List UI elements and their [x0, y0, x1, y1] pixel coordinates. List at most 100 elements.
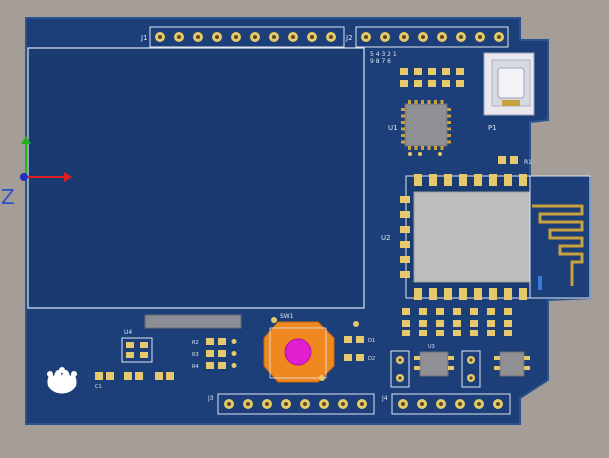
passive-pad	[504, 320, 512, 327]
wifi-module[interactable]: U2	[381, 174, 591, 300]
header-pin-hole	[364, 35, 368, 39]
resistor-label: R3	[192, 352, 199, 358]
passive-pad	[453, 308, 461, 315]
axes-gizmo: Z	[1, 136, 72, 209]
passive-pad	[470, 308, 478, 315]
header-j4[interactable]: J4	[381, 393, 511, 415]
mcu-pin	[447, 121, 451, 124]
jumper-left[interactable]	[390, 350, 410, 388]
header-j2-pin-legend-2: 9 8 7 6	[370, 58, 391, 65]
resistor-pad	[442, 68, 450, 75]
resistor-pad	[206, 350, 214, 357]
mcu-pin	[434, 146, 437, 150]
led-label-1: D1	[368, 338, 375, 344]
module-pad	[519, 174, 527, 186]
crown-logo-icon	[47, 367, 77, 394]
display-outline	[27, 47, 365, 309]
passive-pad	[402, 330, 410, 336]
via	[231, 363, 237, 368]
mcu-pin	[447, 127, 451, 131]
module-pad	[459, 174, 467, 186]
header-pin-hole	[420, 402, 424, 406]
module-pad	[459, 288, 467, 300]
module-pad	[474, 288, 482, 300]
module-pad	[489, 174, 497, 186]
header-j1-label: J1	[140, 34, 148, 42]
passive-pad	[487, 320, 495, 327]
passive-pad	[419, 308, 427, 315]
passive-pad	[402, 308, 410, 315]
header-j3-label: J3	[207, 395, 214, 402]
header-pin-hole	[215, 35, 219, 39]
module-pad	[504, 288, 512, 300]
header-pin-hole	[234, 35, 238, 39]
mcu-pin	[401, 114, 405, 118]
mcu-chip[interactable]: U1	[388, 100, 451, 150]
header-j1[interactable]: J1	[140, 26, 345, 48]
resistor-pad	[456, 68, 464, 75]
passive-pad	[470, 330, 478, 336]
mcu-pin	[427, 100, 431, 104]
svg-text:U4: U4	[124, 329, 132, 336]
header-pin-hole	[459, 35, 463, 39]
regulator-label: U3	[428, 344, 435, 350]
header-pin-hole	[458, 402, 462, 406]
header-pin-hole	[310, 35, 314, 39]
mcu-pin	[401, 121, 405, 124]
mcu-pin	[447, 134, 451, 137]
resistor-pad	[400, 80, 408, 87]
mcu-pin	[434, 100, 437, 104]
header-pin-hole	[383, 35, 387, 39]
resistor-label: R2	[192, 340, 199, 346]
resistor-pad	[414, 80, 422, 87]
passive-pad	[436, 330, 444, 336]
header-j2[interactable]: J2	[345, 26, 509, 48]
header-pin-hole	[496, 402, 500, 406]
module-pad	[444, 288, 452, 300]
button-label: SW1	[280, 313, 294, 320]
module-pad	[474, 174, 482, 186]
mcu-pin	[421, 146, 424, 150]
passive-row-bottom-2	[402, 330, 512, 336]
resistor-pad	[218, 350, 226, 357]
mcu-label: U1	[388, 124, 398, 132]
resistor-pad	[218, 362, 226, 369]
header-j3[interactable]: J3	[207, 393, 375, 415]
mcu-pin	[440, 146, 444, 150]
mcu-pin	[447, 114, 451, 118]
mcu-pin	[447, 108, 451, 111]
passive-row-bottom-1	[402, 308, 512, 327]
usb-connector-icon[interactable]: P1	[483, 52, 535, 132]
header-pin-hole	[158, 35, 162, 39]
resistor-pad	[206, 362, 214, 369]
passive-pad	[453, 330, 461, 336]
caps-label: C1	[95, 384, 102, 390]
module-pad	[400, 271, 410, 278]
header-pin-hole	[272, 35, 276, 39]
resistor-pad	[428, 80, 436, 87]
mcu-pin	[414, 146, 418, 150]
r1-label: R1	[524, 159, 532, 166]
header-pin-hole	[341, 402, 345, 406]
resistor-pad	[428, 68, 436, 75]
header-pin-hole	[227, 402, 231, 406]
mcu-pin	[447, 140, 451, 144]
module-pad	[400, 196, 410, 203]
resistor-r1: R1	[498, 156, 532, 166]
module-pad	[429, 288, 437, 300]
module-pad	[519, 288, 527, 300]
usb-label: P1	[488, 124, 497, 132]
mcu-pin	[408, 146, 411, 150]
mcu-pin	[401, 127, 405, 131]
passive-pad	[504, 308, 512, 315]
push-button[interactable]: SW1	[263, 313, 359, 383]
mcu-pin	[401, 140, 405, 144]
header-j2-label: J2	[345, 34, 353, 42]
small-ic-left: U4	[121, 329, 153, 363]
resistor-pad	[206, 338, 214, 345]
jumper-right[interactable]	[461, 350, 481, 388]
module-pad	[489, 288, 497, 300]
